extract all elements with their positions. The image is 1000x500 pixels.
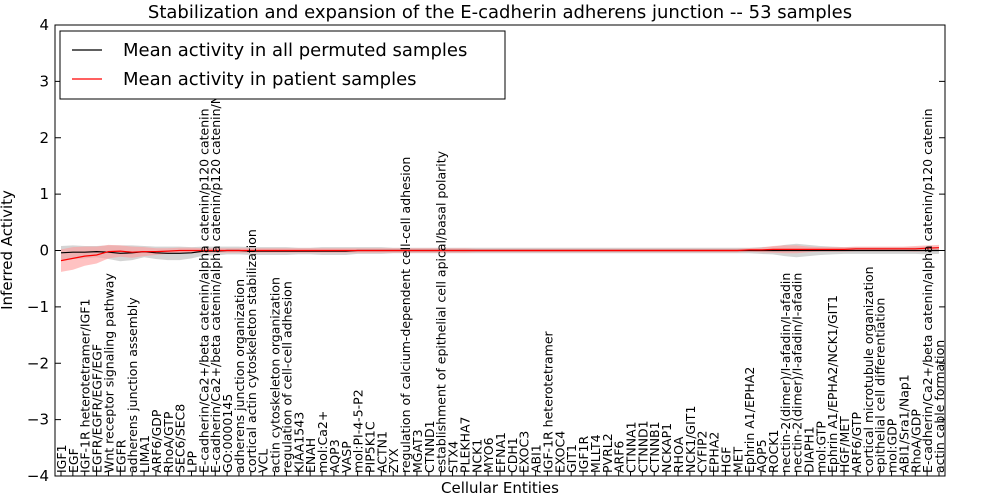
x-tick-label: NCK1/GIT1 [683,406,698,473]
line-series-1 [60,247,940,262]
y-axis: −4 −3 −2 −1 0 1 2 3 4 [27,16,945,485]
x-tick-label: IGF1 [54,444,69,473]
x-tick-label: KIAA1543 [291,412,306,473]
x-tick-label: RHOA [671,436,686,473]
x-tick-label: IGF-1R heterotetramer/IGF1 [78,299,93,473]
x-tick-label: DIAPH1 [801,426,816,473]
x-tick-label: regulation of calcium-dependent cell-cel… [398,157,413,473]
x-tick-label: HGF/MET [837,416,852,473]
x-tick-label: ENAH [303,438,318,473]
legend-label-permuted: Mean activity in all permuted samples [123,40,467,61]
x-tick-label: AQP5 [754,439,769,473]
x-tick-label: mol:GTP [813,421,828,473]
x-tick-label: ABI1 [529,444,544,473]
chart-title: Stabilization and expansion of the E-cad… [148,2,852,23]
x-tick-label: EXOC3 [517,431,532,473]
x-tick-label: Ephrin A1/EPHA2/NCK1/GIT1 [825,295,840,473]
x-tick-label: MGAT3 [410,429,425,473]
x-tick-label: actin cytoskeleton organization [268,277,283,473]
x-tick-label: PIP5K1C [362,421,377,473]
y-tick-label: −1 [27,298,49,316]
x-tick-label: NCK1 [469,439,484,473]
x-tick-label: CTNNA1 [624,421,639,473]
x-tick-label: EGFR [113,439,128,473]
x-tick-label: nectin-2(dimer)/I-afadin/I-afadin [778,273,793,473]
y-tick-label: −3 [27,411,49,429]
x-tick-label: HGF [718,447,733,473]
x-tick-label: ACTN1 [374,431,389,473]
x-tick-label: CTNND1 [635,420,650,473]
x-tick-label: GIT1 [564,444,579,473]
series-lines [60,247,940,262]
x-tick-label: adherens junction organization [232,279,247,473]
x-tick-label: NCKAP1 [659,423,674,473]
x-axis-label: Cellular Entities [441,479,559,497]
x-tick-label: EPHA2 [707,432,722,473]
x-tick-label: nectin-2(dimer)/I-afadin/I-afadin [790,273,805,473]
x-tick-label: cortical microtubule organization [861,266,876,473]
x-tick-label: cortical actin cytoskeleton stabilizatio… [244,229,259,473]
y-tick-label: −4 [27,467,49,485]
x-tick-label: ARF6 [612,441,627,473]
x-tick-label: E-cadherin/Ca2+/beta catenin/alpha caten… [208,64,223,473]
x-tick-label: PLEKHA7 [457,416,472,473]
x-tick-label: E-cadherin/Ca2+/beta catenin/alpha caten… [196,108,211,473]
x-tick-label: Wnt receptor signaling pathway [101,273,116,473]
x-tick-label: MYO6 [481,437,496,473]
x-tick-label: epithelial cell differentiation [873,298,888,473]
x-tick-label: CYFIP2 [695,430,710,473]
x-tick-label: VASP [339,441,354,473]
x-tick-label: actin cable formation [932,340,947,473]
x-tick-label: GO:0000145 [220,394,235,473]
x-tick-label: STX4 [446,441,461,473]
y-axis-label: Inferred Activity [0,190,16,310]
x-tick-label: CDH1 [505,437,520,473]
y-tick-label: −2 [27,354,49,372]
x-tick-label: IGF1R [576,435,591,473]
legend: Mean activity in all permuted samples Me… [59,30,506,100]
x-tick-label: mol:Ca2+ [315,411,330,473]
x-tick-label: EXOC4 [552,431,567,473]
legend-box [59,30,506,100]
x-tick-label: VCL [256,449,271,473]
x-tick-label: ABI1/Sra1/Nap1 [896,374,911,473]
y-tick-label: 2 [39,129,49,147]
x-tick-label: LIMA1 [137,435,152,473]
x-tick-label: IGF-1R heterotetramer [540,330,555,473]
y-tick-label: 4 [39,16,49,34]
x-tick-label: EFNA1 [493,432,508,473]
y-tick-label: 0 [39,242,49,260]
band-series-0 [61,243,939,262]
x-tick-label: mol:GDP [885,418,900,473]
x-tick-label: adherens junction assembly [125,297,140,473]
x-tick-label: ROCK1 [766,430,781,473]
x-tick-label: RhoA/GDP [908,409,923,473]
x-tick-label: Ephrin A1/EPHA2 [742,367,757,473]
x-tick-label: RhoA/GTP [161,411,176,473]
x-tick-label: CTNND1 [422,420,437,473]
x-tick-label: SEC6/SEC8 [173,404,188,473]
legend-label-patient: Mean activity in patient samples [123,69,417,90]
x-tick-label: LPP [185,450,200,473]
x-tick-label: MET [730,446,745,473]
x-tick-label: ZYX [386,448,401,473]
x-tick-label: EGF [66,448,81,473]
x-tick-label: mol:PI-4-5-P2 [351,389,366,473]
x-tick-label: AQP3 [327,439,342,473]
x-tick-label: CTNNB1 [647,421,662,473]
x-tick-label: EGFR/EGFR/EGF/EGF [90,344,105,473]
x-tick-label: PVRL2 [600,433,615,473]
confidence-bands [61,243,939,272]
x-tick-label: ARF6/GTP [849,412,864,473]
y-tick-label: 3 [39,72,49,90]
y-tick-label: 1 [39,185,49,203]
x-tick-label: regulation of cell-cell adhesion [279,281,294,473]
x-tick-label: MLLT4 [588,434,603,473]
x-tick-label: establishment of epithelial cell apical/… [434,150,449,473]
x-tick-label: ARF6/GDP [149,409,164,473]
x-tick-label: E-cadherin/Ca2+/beta catenin/alpha caten… [920,108,935,473]
